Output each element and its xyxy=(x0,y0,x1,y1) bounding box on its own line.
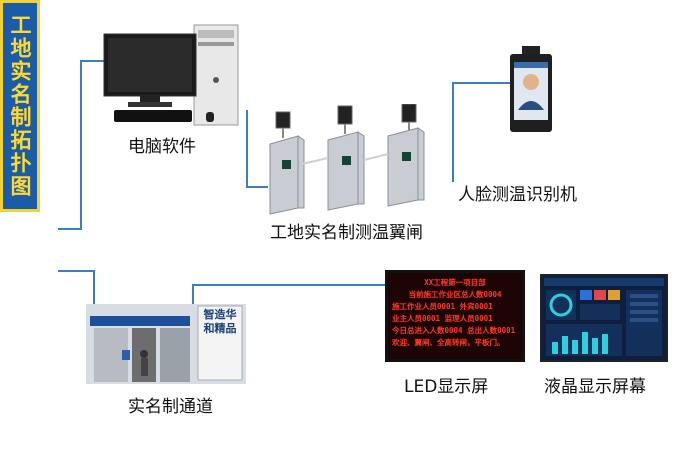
label-face-device: 人脸测温识别机 xyxy=(458,185,577,205)
connector-face-h xyxy=(452,82,512,84)
connector-bottom-h xyxy=(58,270,94,272)
channel-sign: 智造华和精品 xyxy=(203,308,237,335)
label-led: LED显示屏 xyxy=(404,377,489,397)
topology-title: 工地实名制拓扑图 xyxy=(8,14,32,198)
connector-pc-down xyxy=(246,110,248,188)
label-lcd: 液晶显示屏幕 xyxy=(544,377,646,397)
led-screen: XX工程第一项目部 当前施工作业区总人数0004 施工作业人员0001 外宾00… xyxy=(385,270,525,362)
label-channel: 实名制通道 xyxy=(128,397,213,417)
connector-face-v xyxy=(452,82,454,182)
label-gates: 工地实名制测温翼闸 xyxy=(270,223,423,243)
led-line: 今日总进入人数0004 总出人数0001 xyxy=(392,326,516,335)
connector-bottom-v xyxy=(93,270,95,308)
led-line: 业主人员0001 监理人员0001 xyxy=(392,314,493,323)
lcd-screen xyxy=(540,274,668,362)
lcd-dashboard-icon xyxy=(544,278,664,356)
face-recognition-device-icon xyxy=(510,46,552,132)
connector-to-title xyxy=(58,228,82,230)
led-line: 施工作业人员0001 外宾0001 xyxy=(392,302,493,311)
led-line: XX工程第一项目部 xyxy=(424,278,486,287)
connector-led-h xyxy=(192,284,386,286)
computer-icon xyxy=(103,24,239,126)
label-computer: 电脑软件 xyxy=(128,137,196,157)
connector-trunk xyxy=(80,60,82,228)
connector-pc-gate xyxy=(246,186,268,188)
led-line: 欢迎、翼闸、全高转闸，平板门。 xyxy=(392,338,505,347)
channel-photo-icon xyxy=(86,304,246,384)
connector-to-computer xyxy=(80,60,110,62)
turnstile-gates-icon xyxy=(269,104,425,215)
connector-led-v xyxy=(192,284,194,308)
led-line: 当前施工作业区总人数0004 xyxy=(408,290,502,299)
topology-title-box: 工地实名制拓扑图 xyxy=(0,0,40,212)
